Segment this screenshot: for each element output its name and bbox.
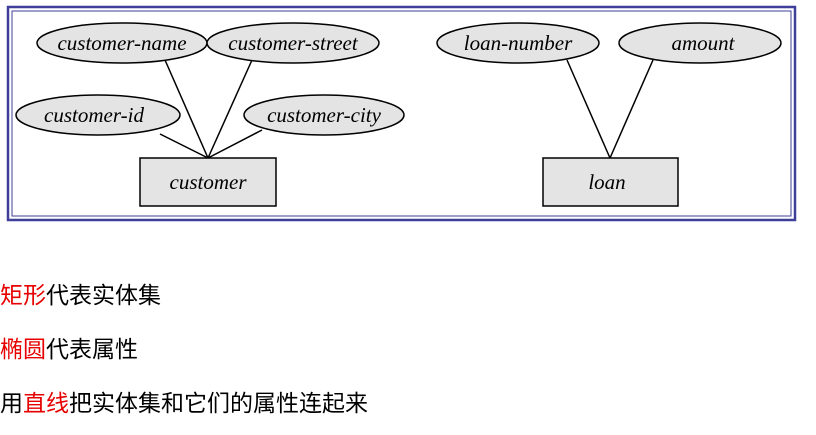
attr-customer-street: customer-street [206,22,380,64]
attr-customer-id: customer-id [15,94,181,136]
connector-lines [159,59,654,159]
line-customer-name [164,59,209,159]
note-highlight: 椭圆 [0,337,46,363]
attr-amount: amount [618,22,782,64]
line-amount [609,59,654,159]
ellipse [436,22,600,64]
note-highlight: 直线 [23,391,69,417]
line-customer-city [207,129,263,159]
note-text: 代表实体集 [46,283,161,309]
note-line: 用直线把实体集和它们的属性连起来 [0,384,800,424]
entity-rect [542,157,679,207]
note-ellipse: 椭圆代表属性 [0,330,800,370]
attr-label: customer-street [228,31,359,55]
attr-label: customer-city [267,103,382,127]
line-customer-id [159,133,209,159]
attr-customer-city: customer-city [243,94,405,136]
ellipse [206,22,380,64]
entity-rect [139,157,277,207]
entity-loan: loan [542,157,679,207]
line-customer-street [207,59,253,159]
entity-label: customer [170,170,248,194]
note-highlight: 矩形 [0,283,46,309]
attr-label: loan-number [464,31,573,55]
ellipse [243,94,405,136]
attr-label: customer-name [57,31,186,55]
note-text: 把实体集和它们的属性连起来 [69,391,368,417]
entity-customer: customer [139,157,277,207]
note-text: 代表属性 [46,337,138,363]
attr-customer-name: customer-name [36,22,208,64]
attr-label: amount [672,31,736,55]
line-loan-number [566,59,611,159]
entity-label: loan [588,170,625,194]
er-diagram: customer-name customer-street customer-i… [6,5,797,222]
attr-loan-number: loan-number [436,22,600,64]
ellipse [15,94,181,136]
note-prefix: 用 [0,391,23,417]
note-rectangle: 矩形代表实体集 [0,276,800,316]
attr-label: customer-id [44,103,144,127]
diagram-frame-inner [11,10,792,217]
ellipse [618,22,782,64]
notes-list: 矩形代表实体集 椭圆代表属性 用直线把实体集和它们的属性连起来 [0,276,800,424]
